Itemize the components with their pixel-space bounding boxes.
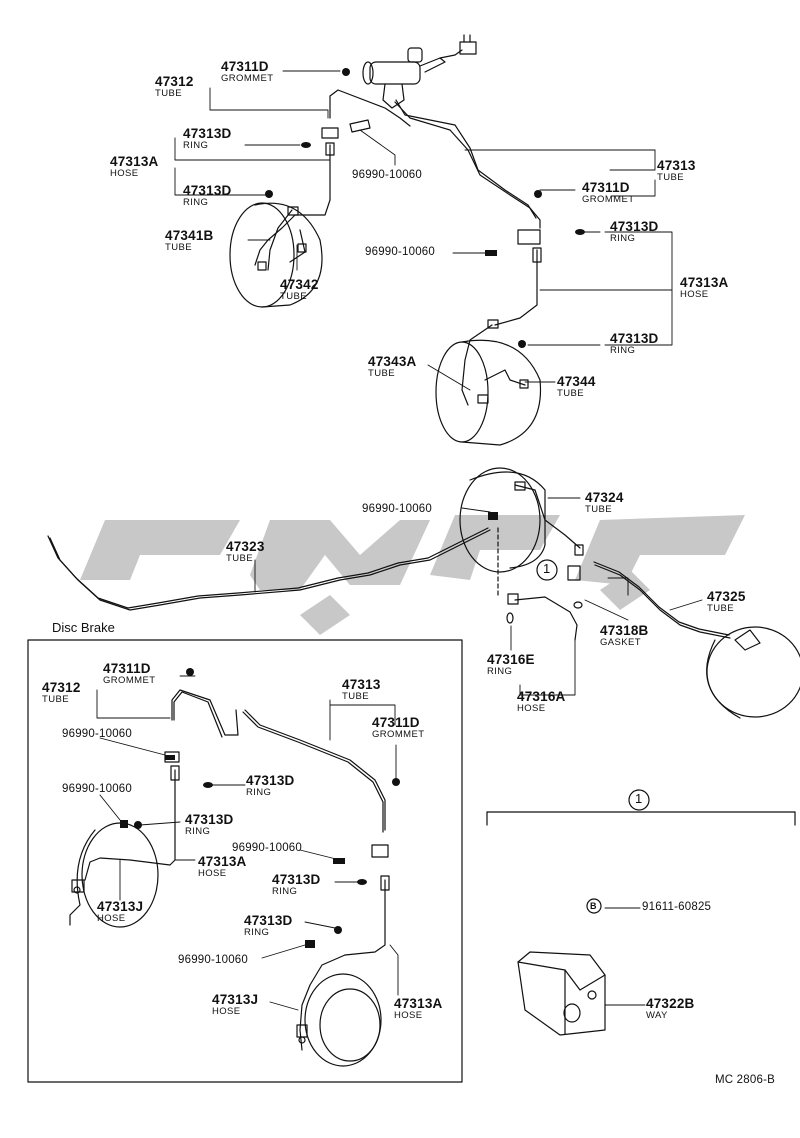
bolt-part-number: 91611-60825 [642,901,712,913]
disc-part-47313A-a-number: 47313A [198,854,247,869]
part-47341B-number: 47341B [165,228,214,243]
part-47313D-b-number: 47313D [183,183,232,198]
part-47344-name: TUBE [557,388,584,399]
part-47325-number: 47325 [707,589,746,604]
part-47313-a-number: 47313 [657,158,696,173]
disc-part-47313A-a-name: HOSE [198,868,227,879]
disc-brake-frame [27,639,463,1083]
part-96990-a-number: 96990-10060 [352,169,422,181]
part-47323-name: TUBE [226,553,253,564]
part-47343A-name: TUBE [368,368,395,379]
hose-47313A-right [494,249,538,326]
callout-number-1: 1 [543,561,551,576]
part-47313A-a-number: 47313A [110,154,159,169]
disc-part-47313D-c-name: RING [272,886,298,897]
tube-47313-upper [394,101,541,229]
part-47325-name: TUBE [707,603,734,614]
part-47318B-name: GASKET [600,637,641,648]
tube-47312-upper [329,89,411,127]
disc-part-47313A-b-name: HOSE [394,1010,423,1021]
disc-part-47313D-b-name: RING [185,826,211,837]
part-47313D-d-number: 47313D [610,331,659,346]
tube-47313-upper-b [395,99,537,219]
part-47313A-a-name: HOSE [110,168,139,179]
part-47316E-number: 47316E [487,652,535,667]
part-47313D-a-number: 47313D [183,126,232,141]
part-47313A-b-name: HOSE [680,289,709,300]
disc-tube-47312 [171,689,239,736]
part-47311D-a-name: GROMMET [221,73,274,84]
part-47322B-number: 47322B [646,996,695,1011]
drum-brake-rear-right [706,626,800,719]
disc-part-47311D-b-number: 47311D [372,715,420,730]
part-47343A-number: 47343A [368,354,417,369]
disc-part-47312-number: 47312 [42,680,81,695]
watermark-logo [80,515,745,635]
disc-part-96990-b-number: 96990-10060 [62,783,132,795]
part-47344-number: 47344 [557,374,596,389]
disc-tube-47313 [244,709,386,831]
disc-part-47313J-a-number: 47313J [97,899,144,914]
disc-part-96990-a-number: 96990-10060 [62,728,132,740]
part-96990-c-number: 96990-10060 [362,503,432,515]
part-47313A-b-number: 47313A [680,275,729,290]
part-47313-a-name: TUBE [657,172,684,183]
part-47316A-name: HOSE [517,703,546,714]
part-47341B-name: TUBE [165,242,192,253]
disc-part-47313D-d-number: 47313D [244,913,293,928]
part-47316A-number: 47316A [517,689,566,704]
part-47324-number: 47324 [585,490,624,505]
part-47316E-name: RING [487,666,513,677]
part-47322B-name: WAY [646,1010,668,1021]
drum-brake-right [435,324,542,446]
disc-part-47311D-b-name: GROMMET [372,729,425,740]
disc-caliper-right [296,954,382,1067]
disc-part-47313J-b-name: HOSE [212,1006,241,1017]
part-47342-number: 47342 [280,277,319,292]
part-47313D-b-name: RING [183,197,209,208]
tube-47325 [594,564,731,639]
disc-part-47313D-a-name: RING [246,787,272,798]
disc-part-47313J-a-name: HOSE [97,913,126,924]
callout-number-1-box: 1 [635,791,643,806]
figure-code: MC 2806-B [715,1074,775,1086]
drum-brake-rear-left [459,467,584,573]
part-47311D-b-number: 47311D [582,180,630,195]
part-47313D-c-name: RING [610,233,636,244]
part-47312-a-name: TUBE [155,88,182,99]
disc-part-96990-c-number: 96990-10060 [232,842,302,854]
part-96990-b-number: 96990-10060 [365,246,435,258]
part-47323-number: 47323 [226,539,265,554]
disc-part-47313D-d-name: RING [244,927,270,938]
disc-part-47313J-b-number: 47313J [212,992,259,1007]
part-47313D-a-name: RING [183,140,209,151]
disc-part-47313A-b-number: 47313A [394,996,443,1011]
part-47313D-d-name: RING [610,345,636,356]
way-fitting-47322B [517,951,606,1036]
disc-part-47313D-c-number: 47313D [272,872,321,887]
disc-part-47313D-a-number: 47313D [246,773,295,788]
disc-part-47311D-a-name: GROMMET [103,675,156,686]
disc-part-47313-name: TUBE [342,691,369,702]
part-47313D-c-number: 47313D [610,219,659,234]
section-label-disc-brake: Disc Brake [52,620,115,635]
part-47318B-number: 47318B [600,623,649,638]
disc-part-47312-name: TUBE [42,694,69,705]
part-47311D-b-name: GROMMET [582,194,635,205]
master-cylinder [362,34,477,109]
drum-brake-left [229,199,331,308]
part-47312-a-number: 47312 [155,74,194,89]
disc-part-96990-d-number: 96990-10060 [178,954,248,966]
part-47324-name: TUBE [585,504,612,515]
part-47342-name: TUBE [280,291,307,302]
disc-part-47313D-b-number: 47313D [185,812,234,827]
part-47311D-a-number: 47311D [221,59,269,74]
disc-part-47313-number: 47313 [342,677,381,692]
bolt-symbol: B [590,901,597,911]
disc-part-47311D-a-number: 47311D [103,661,151,676]
